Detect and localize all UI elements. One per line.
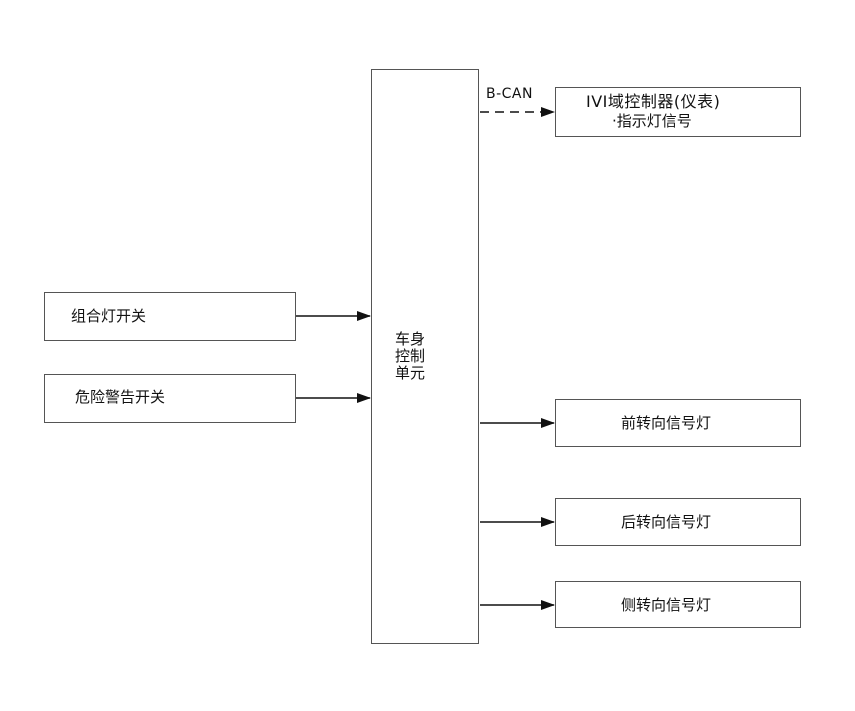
rear-turn-lamp-label: 后转向信号灯 (621, 513, 712, 531)
ivi-controller-box: IVI域控制器(仪表) ·指示灯信号 (555, 87, 801, 137)
bcan-bus-label: B-CAN (486, 86, 533, 102)
body-control-unit-label: 车身 控制 单元 (395, 330, 426, 382)
front-turn-lamp-box: 前转向信号灯 (555, 399, 801, 447)
rear-turn-lamp-box: 后转向信号灯 (555, 498, 801, 546)
side-turn-lamp-box: 侧转向信号灯 (555, 581, 801, 628)
front-turn-lamp-label: 前转向信号灯 (621, 414, 712, 432)
side-turn-lamp-label: 侧转向信号灯 (621, 596, 712, 614)
body-control-unit-box: 车身 控制 单元 (371, 69, 479, 644)
hazard-switch-label: 危险警告开关 (75, 388, 166, 406)
ivi-controller-title: IVI域控制器(仪表) (586, 92, 721, 111)
hazard-switch-box: 危险警告开关 (44, 374, 296, 423)
combo-light-switch-box: 组合灯开关 (44, 292, 296, 341)
combo-light-switch-label: 组合灯开关 (71, 307, 147, 325)
ivi-controller-subtitle: ·指示灯信号 (612, 112, 692, 130)
